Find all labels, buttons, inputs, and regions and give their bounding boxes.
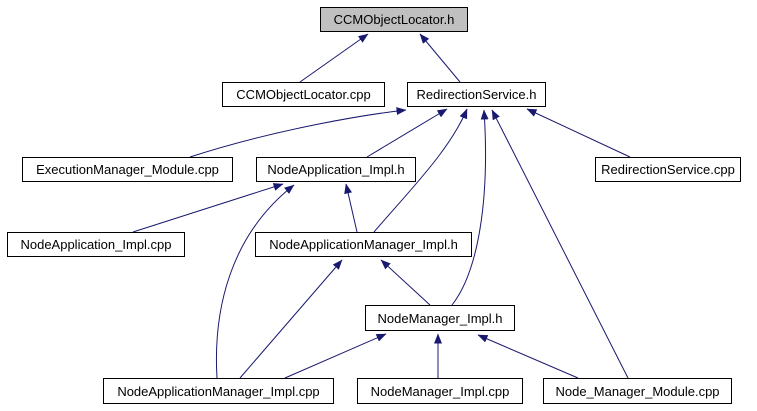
edge-node-application-manager-impl-h-to-node-application-impl-h (344, 183, 358, 233)
edge-node-application-manager-impl-h-to-redirection-service-h (373, 108, 468, 233)
edge-node-application-impl-h-to-redirection-service-h (366, 108, 448, 158)
graph-node-ccm-object-locator-cpp[interactable]: CCMObjectLocator.cpp (222, 82, 385, 107)
graph-node-redirection-service-h[interactable]: RedirectionService.h (407, 82, 546, 107)
graph-node-redirection-service-cpp[interactable]: RedirectionService.cpp (595, 157, 741, 182)
edge-node-manager-module-cpp-to-node-manager-impl-h (477, 334, 579, 379)
edge-execution-manager-module-cpp-to-redirection-service-h (189, 107, 407, 158)
edge-node-application-impl-cpp-to-node-application-impl-h (132, 183, 284, 233)
edge-node-manager-module-cpp-to-redirection-service-h (491, 109, 629, 379)
edge-redirection-service-cpp-to-redirection-service-h (526, 108, 631, 158)
graph-node-node-application-impl-cpp[interactable]: NodeApplication_Impl.cpp (7, 232, 185, 257)
edge-ccm-object-locator-cpp-to-ccm-object-locator-h (299, 33, 369, 83)
graph-node-node-manager-module-cpp[interactable]: Node_Manager_Module.cpp (543, 378, 732, 404)
graph-node-node-manager-impl-h[interactable]: NodeManager_Impl.h (365, 305, 515, 331)
graph-node-execution-manager-module-cpp[interactable]: ExecutionManager_Module.cpp (22, 157, 233, 182)
edge-node-manager-impl-h-to-node-application-manager-impl-h (380, 259, 431, 306)
graph-node-node-manager-impl-cpp[interactable]: NodeManager_Impl.cpp (357, 378, 523, 404)
edge-node-application-manager-impl-cpp-to-node-manager-impl-h (284, 333, 387, 379)
edge-node-application-manager-impl-cpp-to-node-application-manager-impl-h (239, 259, 343, 379)
graph-node-node-application-impl-h[interactable]: NodeApplication_Impl.h (256, 157, 416, 182)
edge-redirection-service-h-to-ccm-object-locator-h (419, 33, 461, 83)
graph-node-ccm-object-locator-h: CCMObjectLocator.h (320, 7, 468, 32)
edge-node-manager-impl-h-to-redirection-service-h (451, 109, 489, 306)
graph-node-node-application-manager-impl-cpp[interactable]: NodeApplicationManager_Impl.cpp (103, 378, 334, 404)
edge-node-application-manager-impl-cpp-to-node-application-impl-h (216, 184, 295, 379)
edge-group (132, 33, 631, 379)
graph-node-node-application-manager-impl-h[interactable]: NodeApplicationManager_Impl.h (255, 232, 472, 257)
